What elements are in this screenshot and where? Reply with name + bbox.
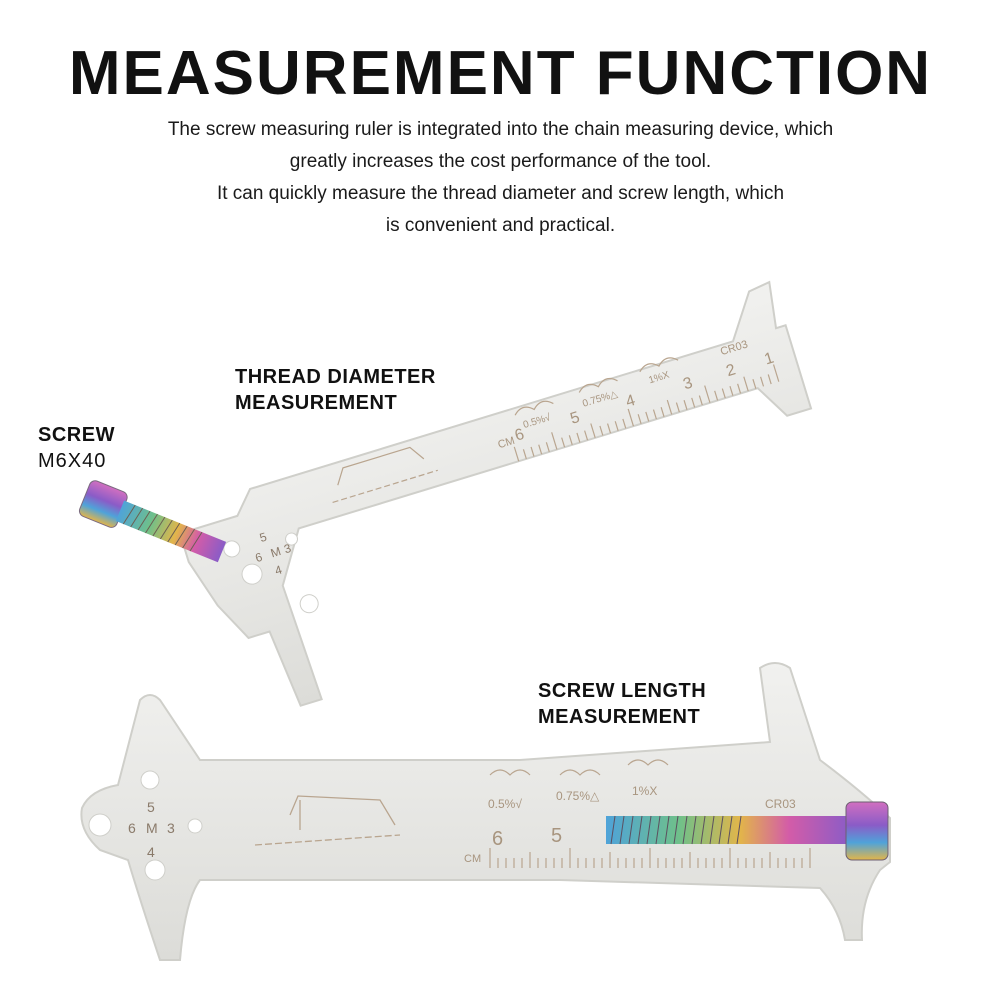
screw-thread xyxy=(606,816,850,844)
ruler-number: 6 xyxy=(492,828,503,850)
ruler-number: 5 xyxy=(551,825,562,847)
hole xyxy=(241,563,263,585)
wear-icons xyxy=(489,759,669,776)
tool-body xyxy=(178,280,813,707)
thread-lines xyxy=(610,815,742,845)
hole xyxy=(187,818,203,834)
screw-thread xyxy=(115,500,227,563)
wear-label: 0.75%△ xyxy=(556,789,600,803)
thread-diameter-label: THREAD DIAMETER MEASUREMENT xyxy=(235,364,436,416)
hole xyxy=(88,813,112,837)
top-screw xyxy=(78,480,227,563)
chain-engraving xyxy=(332,446,438,504)
screw-label-title: SCREW xyxy=(38,424,115,446)
hole xyxy=(144,859,166,881)
screw-label-size: M6X40 xyxy=(38,450,107,472)
screw-length-label-line: SCREW LENGTH xyxy=(538,680,707,702)
chain-engraving xyxy=(254,795,401,846)
screw-head xyxy=(845,801,889,861)
description-line: is convenient and practical. xyxy=(385,215,616,236)
thread-size: 5 xyxy=(147,799,155,815)
tool-body xyxy=(80,662,891,961)
ruler-ticks xyxy=(489,848,811,868)
thread-size: M xyxy=(146,820,158,836)
thread-size: 4 xyxy=(147,844,155,860)
screw-label: SCREW M6X40 xyxy=(38,422,115,474)
thread-size: 5 xyxy=(258,530,269,545)
thread-size: 3 xyxy=(282,541,293,556)
wear-label: 1%X xyxy=(632,784,657,798)
description-line: The screw measuring ruler is integrated … xyxy=(167,119,834,140)
ruler-ticks xyxy=(513,364,780,462)
unit-label: CM xyxy=(464,853,481,865)
hole xyxy=(223,540,241,558)
thread-size: 4 xyxy=(273,562,284,577)
wear-labels: 0.5%√ 0.75%△ 1%X xyxy=(488,784,657,811)
screw-length-label: SCREW LENGTH MEASUREMENT xyxy=(538,678,706,730)
thread-diameter-label-line: THREAD DIAMETER xyxy=(235,366,436,388)
top-chain-checker: CM 6 5 4 3 2 1 CR03 0.5%√ 0.75%△ 1%X 5 xyxy=(178,280,813,707)
hole xyxy=(140,770,160,790)
thread-diameter-label-line: MEASUREMENT xyxy=(235,392,398,414)
hole xyxy=(299,594,319,614)
thread-size-labels: 5 6 M 3 4 xyxy=(128,799,175,860)
unit-label: CM xyxy=(496,435,516,451)
thread-size: 6 xyxy=(254,550,265,565)
hole xyxy=(285,532,299,546)
bottom-chain-checker: 5 6 M 3 4 0.5%√ 0.75%△ 1%X xyxy=(80,662,891,961)
ruler-numbers: CM 6 5 CR03 xyxy=(464,797,796,865)
thread-size-labels: 5 6 M 3 4 xyxy=(254,530,293,578)
model-label: CR03 xyxy=(765,797,796,811)
description-line: It can quickly measure the thread diamet… xyxy=(216,183,785,204)
thread-lines xyxy=(122,504,203,552)
page-title: MEASUREMENT FUNCTION xyxy=(68,39,933,108)
description-line: greatly increases the cost performance o… xyxy=(289,151,712,172)
wear-label: 0.5%√ xyxy=(488,797,522,811)
screw-length-label-line: MEASUREMENT xyxy=(538,706,701,728)
description: The screw measuring ruler is integrated … xyxy=(100,114,901,242)
thread-size: 3 xyxy=(167,820,175,836)
bottom-screw xyxy=(606,801,889,861)
wear-icons xyxy=(514,357,679,416)
thread-size: 6 xyxy=(128,820,136,836)
thread-size: M xyxy=(269,544,283,560)
